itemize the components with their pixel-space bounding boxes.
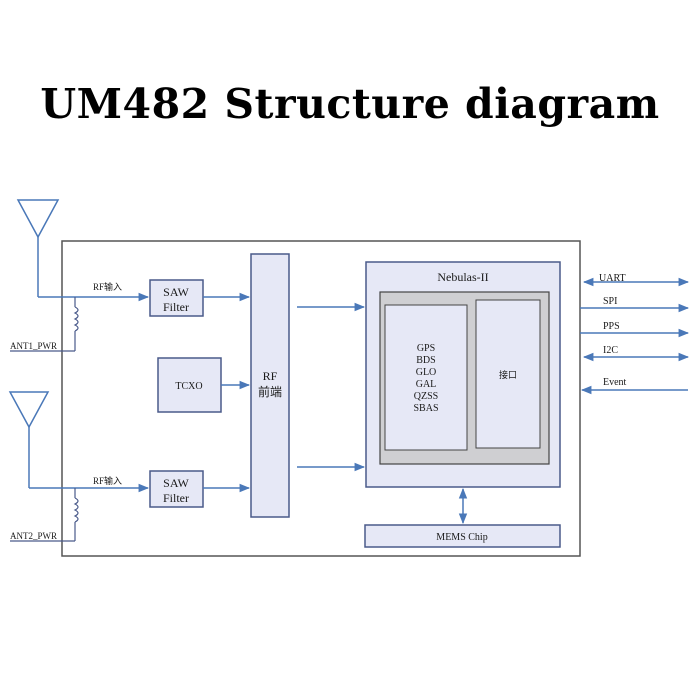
mems-chip-block xyxy=(364,524,561,548)
pps-label: PPS xyxy=(603,321,620,332)
spi-label: SPI xyxy=(603,296,617,307)
event-label: Event xyxy=(603,377,627,388)
saw-filter-2 xyxy=(149,470,204,508)
tcxo-label: TCXO xyxy=(175,381,202,392)
gnss-system-label: GPS xyxy=(417,343,435,354)
gnss-system-label: BDS xyxy=(416,355,435,366)
interface-block xyxy=(475,299,541,449)
gnss-list: GPS BDS GLO GAL QZSS SBAS xyxy=(413,343,438,414)
inductor-2-icon xyxy=(10,488,79,542)
antenna-1-icon xyxy=(16,199,60,297)
gnss-system-label: GAL xyxy=(416,379,437,390)
inductor-1-icon xyxy=(10,297,79,352)
rf-input-label-2: RF输入 xyxy=(93,475,122,486)
gnss-system-label: QZSS xyxy=(414,391,438,402)
diagram-title: UM482 Structure diagram xyxy=(40,80,660,128)
saw-filter-2-line1: SAW xyxy=(163,476,189,490)
nebulas-label: Nebulas-II xyxy=(437,270,488,284)
ant2-pwr-label: ANT2_PWR xyxy=(10,531,57,541)
antenna-2-icon xyxy=(8,391,50,488)
saw-filter-2-line2: Filter xyxy=(163,491,189,505)
tcxo-block xyxy=(157,357,222,413)
mems-chip-label: MEMS Chip xyxy=(436,532,487,543)
ant1-pwr-label: ANT1_PWR xyxy=(10,341,57,351)
uart-label: UART xyxy=(599,273,626,284)
gnss-system-label: GLO xyxy=(416,367,437,378)
saw-filter-1-line2: Filter xyxy=(163,300,189,314)
interface-block-label: 接口 xyxy=(499,369,517,380)
rf-frontend-line2: 前端 xyxy=(258,384,282,399)
saw-filter-1 xyxy=(149,279,204,317)
saw-filter-1-line1: SAW xyxy=(163,285,189,299)
gnss-engine-block xyxy=(384,304,468,451)
i2c-label: I2C xyxy=(603,345,618,356)
gnss-system-label: SBAS xyxy=(413,403,438,414)
module-frame xyxy=(61,240,581,557)
rf-frontend-block xyxy=(250,253,290,518)
rf-input-label-1: RF输入 xyxy=(93,281,122,292)
rf-frontend-line1: RF xyxy=(263,369,278,383)
